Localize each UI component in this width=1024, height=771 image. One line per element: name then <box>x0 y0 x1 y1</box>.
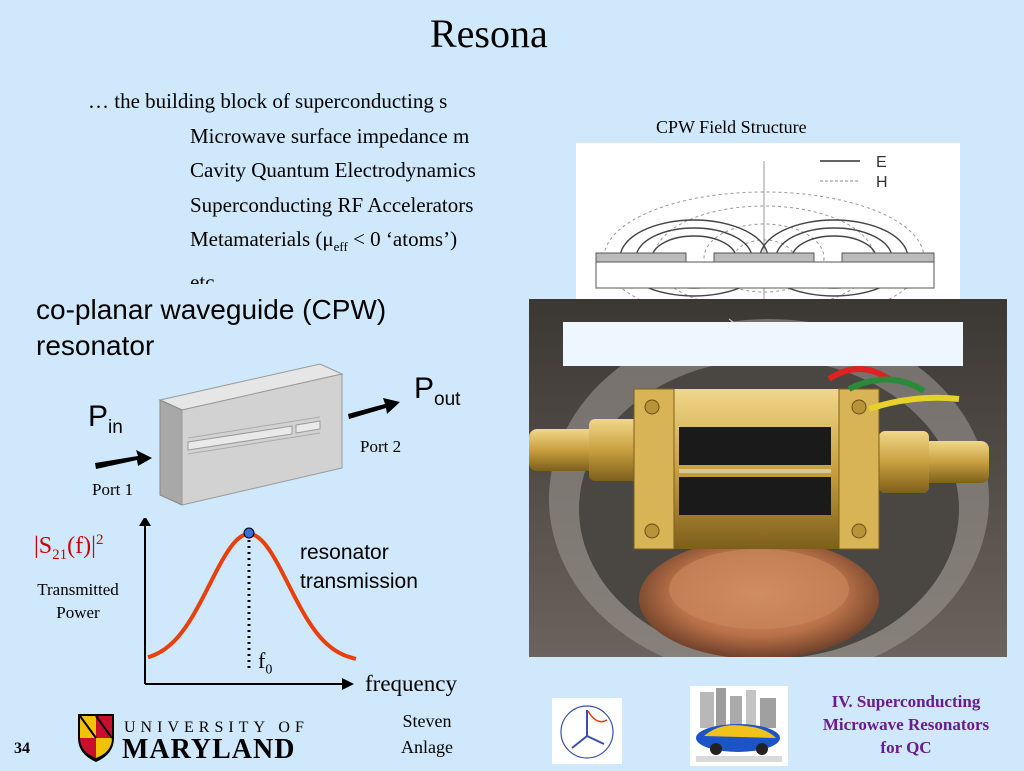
transmission-graph <box>20 516 365 699</box>
p-in-base: P <box>88 400 109 433</box>
cpw-chip-diagram <box>90 360 450 515</box>
p-out-label: Pout <box>414 372 460 411</box>
p-in-label: Pin <box>88 400 123 439</box>
port1-label: Port 1 <box>92 480 134 499</box>
f0-label: f0 <box>258 648 272 678</box>
resonance-peak-marker <box>243 527 255 539</box>
output-arrow-icon <box>348 398 400 419</box>
transmitted-line2: Power <box>56 603 100 622</box>
umd-logo-svg: UNIVERSITY OF MARYLAND <box>78 714 309 765</box>
f0-subscript: 0 <box>265 662 273 678</box>
race-to-energy-efficiency-logo <box>690 686 788 766</box>
legend-e-label: E <box>876 154 887 171</box>
resonator-line1: resonator <box>300 541 389 564</box>
section-line2: Microwave Resonators <box>822 715 990 734</box>
chip-front-face <box>181 373 343 506</box>
cpw-heading: co-planar waveguide (CPW) resonator <box>36 292 386 364</box>
list-item: Superconducting RF Accelerators <box>190 192 474 217</box>
cpw-field-structure-diagram: E H <box>576 143 960 325</box>
resonator-line2: transmission <box>300 570 418 593</box>
transmission-plot <box>139 516 357 690</box>
f0-base: f <box>258 648 266 673</box>
cpw-gap-line-bottom <box>187 432 321 455</box>
input-arrow-icon <box>95 450 152 469</box>
umd-logo: UNIVERSITY OF MARYLAND <box>74 710 330 769</box>
list-item-metamaterials: Metamaterials (μeff < 0 ‘atoms’) <box>190 222 568 265</box>
transmitted-line1: Transmitted <box>37 580 119 599</box>
asc-logo-svg <box>560 705 614 759</box>
application-list: … the building block of superconducting … <box>88 84 568 284</box>
s21-superscript: 2 <box>95 532 104 548</box>
transmitted-power-label: Transmitted Power <box>20 578 136 624</box>
legend-h-label: H <box>876 174 888 191</box>
asc-conference-logo <box>552 698 622 764</box>
author-line1: Steven <box>402 711 452 731</box>
intro-line: … the building block of superconducting … <box>88 89 448 113</box>
cpw-coupling-gap-right <box>295 420 321 434</box>
cpw-center-conductor <box>187 425 293 451</box>
p-in-subscript: in <box>108 417 123 438</box>
list-item-etc: etc. <box>190 269 220 284</box>
port2-label: Port 2 <box>360 437 402 456</box>
s21-mid: (f)| <box>67 533 96 559</box>
chip-side-face <box>159 399 183 506</box>
metamaterials-prefix: Metamaterials (μ <box>190 227 334 251</box>
s21-pre: |S <box>34 533 53 559</box>
field-lines-svg: E H <box>595 154 935 325</box>
race-logo-svg <box>696 688 782 762</box>
s21-subscript: 21 <box>52 546 68 563</box>
mu-eff-subscript: eff <box>333 239 348 255</box>
p-out-base: P <box>414 372 435 405</box>
umd-top-text: UNIVERSITY OF <box>124 719 309 736</box>
slide-title: Resona <box>430 11 548 56</box>
section-line1: IV. Superconducting <box>831 692 981 711</box>
author: Steven Anlage <box>392 708 462 760</box>
resonator-transmission-label: resonator transmission <box>300 538 418 596</box>
author-line2: Anlage <box>401 737 453 757</box>
s21-label: |S21(f)|2 <box>34 532 103 564</box>
x-axis-arrow-icon <box>342 678 354 690</box>
metamaterials-suffix: < 0 ‘atoms’) <box>347 227 458 251</box>
p-out-subscript: out <box>434 389 461 410</box>
cpw-heading-line1: co-planar waveguide (CPW) <box>36 294 387 325</box>
cpw-heading-line2: resonator <box>36 330 155 361</box>
page-number: 34 <box>14 740 30 757</box>
y-axis-arrow-icon <box>139 516 151 526</box>
section-line3: for QC <box>880 738 932 757</box>
umd-bottom-text: MARYLAND <box>122 734 295 764</box>
chip-svg <box>95 363 400 506</box>
cpw-substrate <box>595 261 935 289</box>
application-items: Microwave surface impedance m Cavity Qua… <box>88 119 568 285</box>
cpw-conductors <box>595 252 935 263</box>
list-item: Cavity Quantum Electrodynamics <box>190 158 476 182</box>
frequency-axis-label: frequency <box>365 671 457 696</box>
photo-banner <box>563 322 963 366</box>
section-title: IV. Superconducting Microwave Resonators… <box>804 690 1008 759</box>
cpw-field-title: CPW Field Structure <box>656 117 807 137</box>
cpw-gap-line-top <box>187 416 321 439</box>
list-item: Microwave surface impedance m <box>190 123 470 148</box>
